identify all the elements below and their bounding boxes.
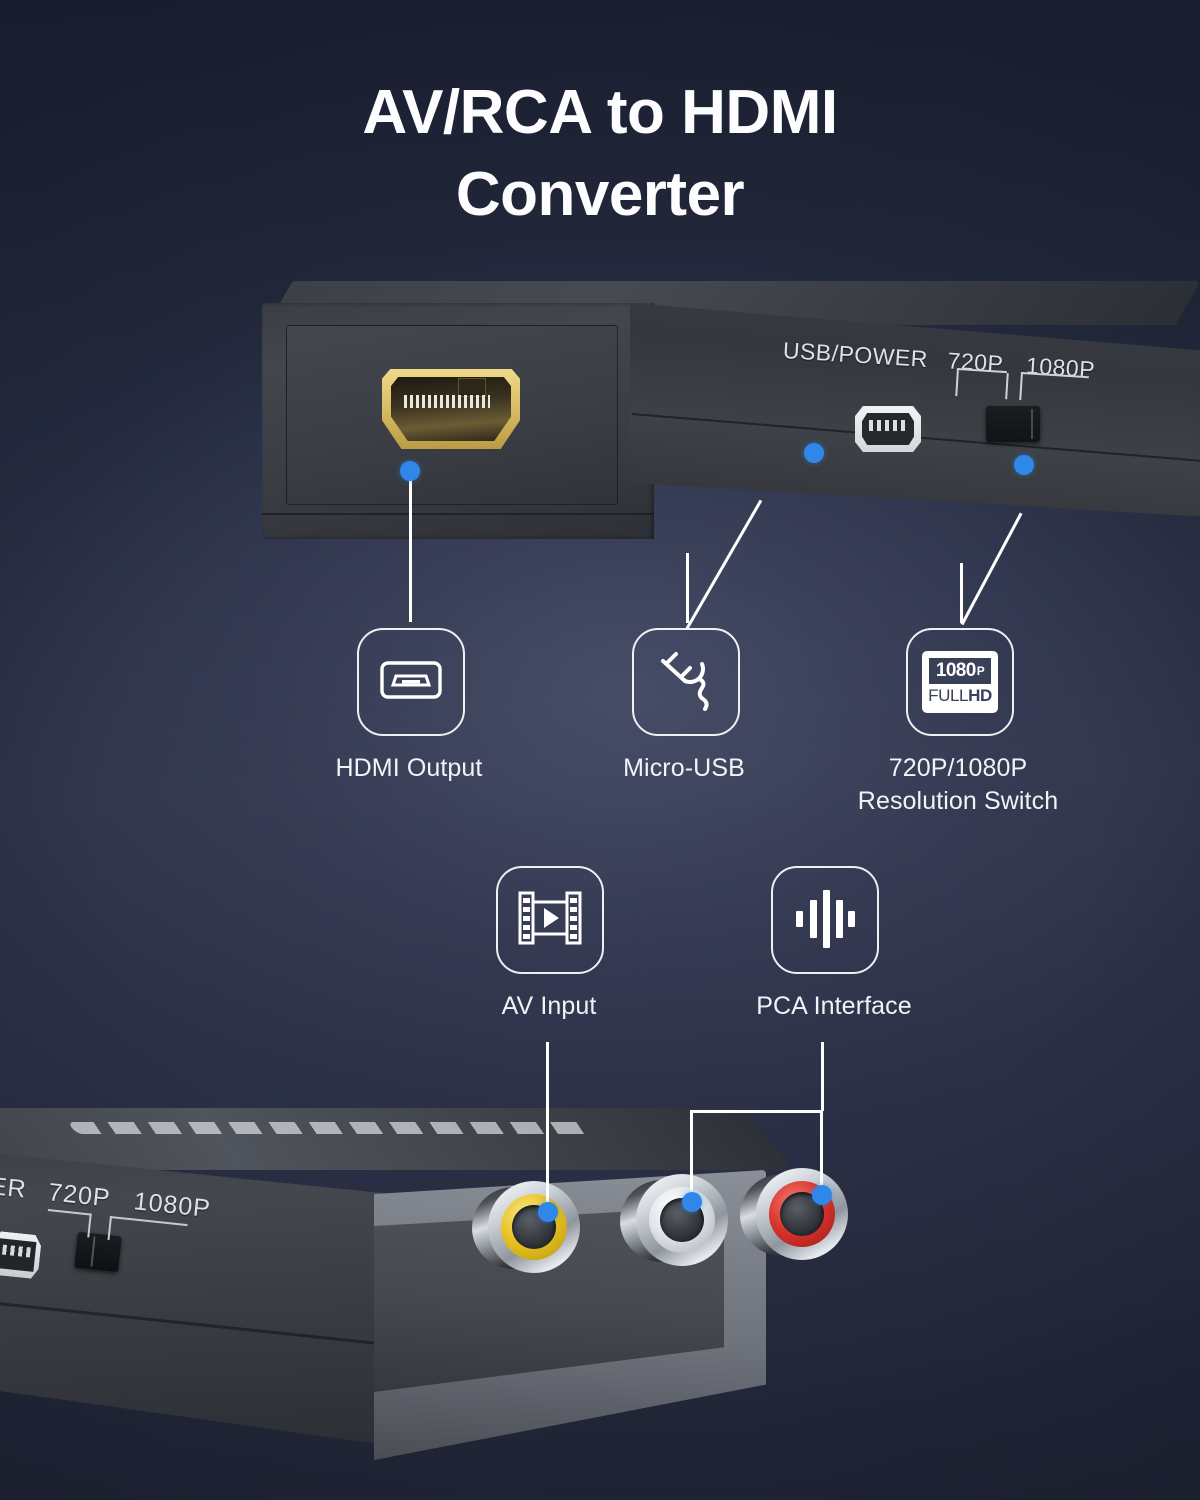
callout-line-microusb-vertical	[686, 553, 689, 623]
mini-usb-port-bottom	[0, 1231, 42, 1280]
callout-line-pca-white-drop	[690, 1110, 693, 1195]
mini-usb-pins	[869, 420, 907, 431]
resolution-switch-slider-bottom[interactable]	[74, 1231, 122, 1273]
device-bottom-left-panel	[0, 1146, 392, 1446]
feature-badge-hdmi-output[interactable]	[357, 628, 465, 736]
rca-jack-video	[472, 1173, 580, 1281]
callout-line-pca-stem	[821, 1042, 824, 1111]
rca-jack-audio-left	[620, 1166, 728, 1274]
full-hd-hd-text: HD	[968, 686, 992, 705]
silkscreen-1080p: 1080P	[1025, 352, 1096, 383]
title-line-2: Converter	[455, 159, 745, 229]
silkscreen-bracket-720p	[955, 368, 1007, 400]
callout-line-av-input	[546, 1042, 549, 1210]
callout-line-pca-bracket	[690, 1110, 823, 1113]
feature-label-micro-usb: Micro-USB	[623, 754, 745, 782]
callout-dot-microusb	[804, 443, 824, 463]
mini-usb-port	[855, 406, 921, 452]
hdmi-port-cavity	[391, 377, 511, 441]
feature-badge-av-input[interactable]	[496, 866, 604, 974]
rca-jack-audio-right	[740, 1160, 848, 1268]
silkscreen-bottom-usb-power: ER	[0, 1172, 29, 1204]
page-title: AV/RCA to HDMI Converter	[0, 72, 1200, 236]
full-hd-resolution-p: P	[976, 664, 985, 678]
callout-line-hdmi	[409, 470, 412, 622]
film-strip-play-icon	[517, 889, 583, 952]
feature-label-resolution-switch: 720P/1080P Resolution Switch	[857, 754, 1059, 815]
full-hd-resolution-number: 1080	[935, 660, 976, 681]
callout-dot-av-input-yellow	[538, 1202, 558, 1222]
feature-label-pca-interface: PCA Interface	[756, 992, 912, 1020]
feature-badge-micro-usb[interactable]	[632, 628, 740, 736]
callout-line-resolution-vertical	[960, 563, 963, 623]
device-bottom-branding-emboss	[67, 1122, 597, 1134]
device-bottom-seam-line	[0, 1294, 390, 1347]
callout-dot-resolution	[1014, 455, 1034, 475]
silkscreen-bottom-720p: 720P	[46, 1178, 112, 1213]
audio-waveform-icon	[794, 887, 856, 954]
feature-label-av-input: AV Input	[501, 992, 597, 1020]
hdmi-port-icon	[380, 660, 442, 704]
callout-dot-hdmi	[400, 461, 420, 481]
feature-badge-pca-interface[interactable]	[771, 866, 879, 974]
callout-line-pca-red-drop	[820, 1110, 823, 1188]
callout-dot-pca-red	[812, 1185, 832, 1205]
title-line-1: AV/RCA to HDMI	[362, 78, 838, 147]
hdmi-port	[382, 369, 520, 449]
device-bottom-top-surface	[0, 1108, 793, 1170]
hdmi-port-pins	[404, 395, 490, 408]
power-plug-icon	[654, 649, 718, 716]
full-hd-full-text: FULL	[928, 686, 969, 705]
resolution-switch-slider[interactable]	[986, 406, 1040, 442]
callout-dot-pca-white	[682, 1192, 702, 1212]
feature-label-hdmi-output: HDMI Output	[335, 754, 483, 782]
